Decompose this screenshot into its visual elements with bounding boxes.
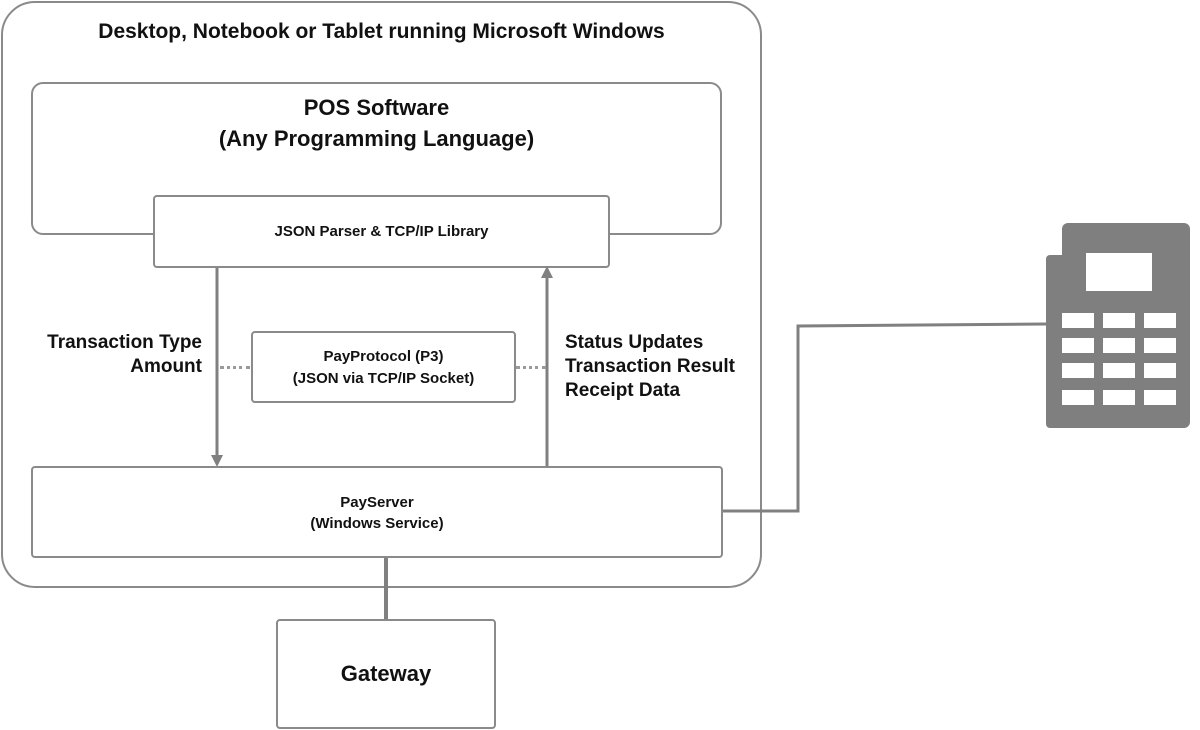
payprotocol-subtitle: (JSON via TCP/IP Socket) <box>292 370 475 387</box>
gateway-box <box>276 619 496 729</box>
payserver-subtitle: (Windows Service) <box>310 515 444 532</box>
payserver-title: PayServer <box>340 494 414 511</box>
response-label-result: Transaction Result <box>565 356 735 377</box>
gateway-label: Gateway <box>340 661 432 686</box>
payprotocol-box <box>251 331 516 403</box>
request-arrow-head <box>211 455 223 467</box>
payprotocol-title: PayProtocol (P3) <box>323 348 444 365</box>
request-label-type: Transaction Type <box>47 332 202 353</box>
json-library-box <box>153 195 610 268</box>
terminal-connector-line <box>723 322 1047 513</box>
request-dotted-connector <box>220 366 250 369</box>
response-dotted-connector <box>516 366 546 369</box>
response-arrow-head <box>541 266 553 278</box>
gateway-connector-line <box>384 558 388 620</box>
host-machine-title: Desktop, Notebook or Tablet running Micr… <box>98 20 665 43</box>
json-library-label: JSON Parser & TCP/IP Library <box>274 223 489 240</box>
payserver-box <box>31 466 723 558</box>
pos-software-subtitle: (Any Programming Language) <box>218 126 535 151</box>
request-label-amount: Amount <box>130 356 202 377</box>
pos-software-title: POS Software <box>303 95 450 120</box>
response-label-status: Status Updates <box>565 332 704 353</box>
response-label-receipt: Receipt Data <box>565 380 681 401</box>
